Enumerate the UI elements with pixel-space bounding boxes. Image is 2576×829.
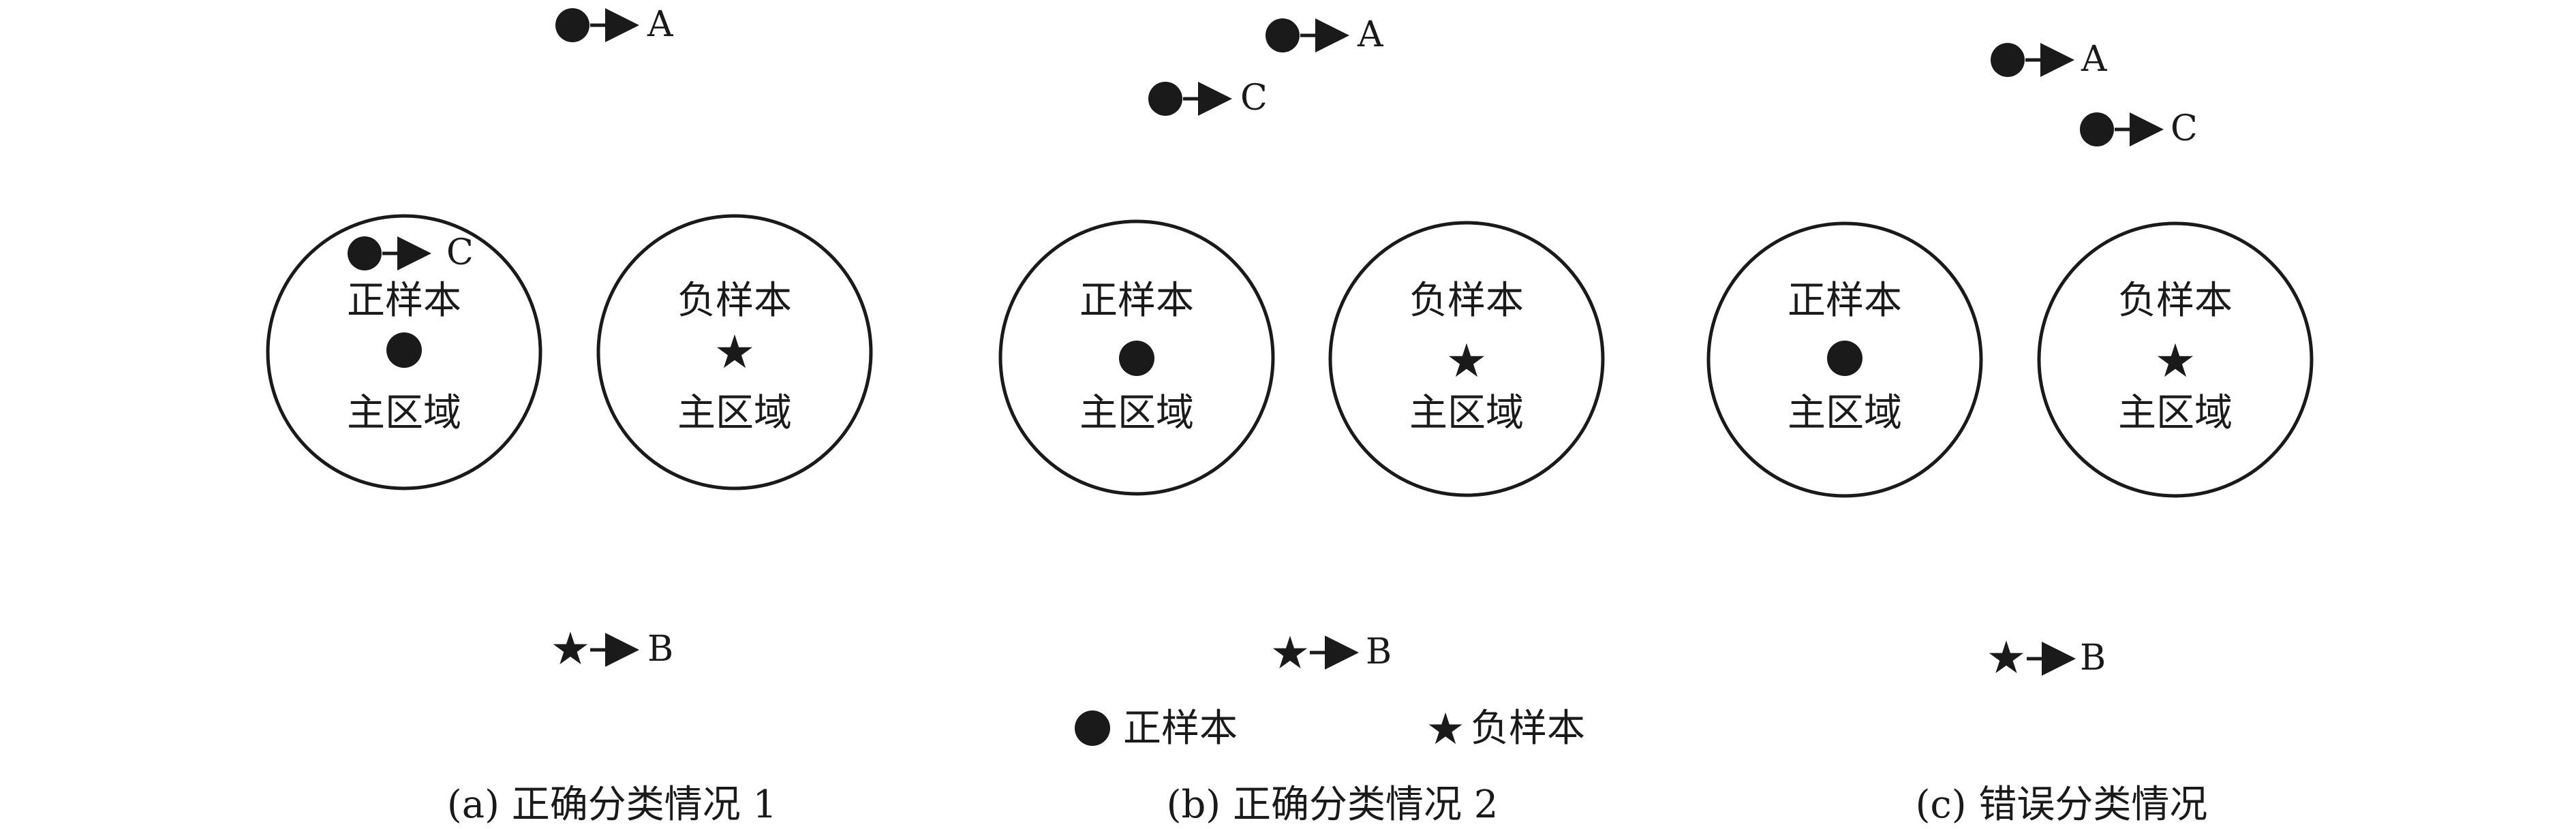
point-c-dot	[2080, 112, 2114, 146]
legend-negative-label: 负样本	[1471, 706, 1585, 751]
positive-region-label-line1: 正样本	[1079, 279, 1194, 323]
positive-region-label-line1: 正样本	[347, 279, 461, 323]
point-b: ★ B	[1270, 627, 1392, 679]
point-b-star: ★	[1986, 631, 2026, 684]
point-a: A	[1266, 14, 1384, 55]
point-a-label: A	[1357, 14, 1384, 55]
negative-center-star: ★	[2155, 334, 2196, 388]
panel-b: 正样本 主区域 负样本 ★ 主区域 A C ★ B 正样本	[998, 14, 1605, 827]
point-a-dot	[555, 8, 589, 42]
point-a-label: A	[647, 4, 674, 45]
legend-negative-star: ★	[1426, 704, 1465, 755]
panel-c: 正样本 主区域 负样本 ★ 主区域 A C ★ B (c) 错误分类情况	[1706, 39, 2314, 827]
legend-positive-dot	[1075, 710, 1110, 746]
panel-c-caption: (c) 错误分类情况	[1916, 783, 2208, 827]
negative-center-star: ★	[1446, 334, 1488, 388]
point-a-dot	[1266, 18, 1300, 52]
point-c-label: C	[446, 232, 474, 273]
positive-center-dot	[386, 332, 422, 368]
point-c: C	[1148, 78, 1268, 119]
point-c-label: C	[2171, 108, 2198, 149]
point-a-label: A	[2081, 39, 2108, 80]
positive-region-circle: 正样本 主区域	[1706, 221, 1983, 498]
point-b-label: B	[2080, 638, 2106, 678]
positive-region-circle: 正样本 主区域	[266, 214, 542, 490]
negative-region-label-line1: 负样本	[2118, 279, 2233, 323]
point-a-dot	[1991, 43, 2025, 77]
point-b: ★ B	[550, 623, 673, 675]
negative-region-circle: 负样本 ★ 主区域	[596, 214, 873, 490]
negative-region-circle: 负样本 ★ 主区域	[1328, 221, 1605, 497]
negative-region-circle: 负样本 ★ 主区域	[2037, 221, 2314, 498]
legend-positive-label: 正样本	[1123, 706, 1238, 751]
positive-region-label-line2: 主区域	[1079, 391, 1194, 435]
negative-center-star: ★	[714, 326, 756, 379]
positive-region-label-line2: 主区域	[1788, 391, 1902, 435]
positive-center-dot	[1119, 341, 1154, 376]
point-c-label: C	[1240, 78, 1268, 119]
panel-a-caption: (a) 正确分类情况 1	[447, 783, 777, 827]
positive-region-label-line2: 主区域	[347, 391, 461, 435]
point-b-label: B	[1366, 631, 1392, 672]
panel-b-caption: (b) 正确分类情况 2	[1167, 783, 1499, 827]
point-c: C	[348, 232, 474, 273]
panel-a: 正样本 主区域 负样本 ★ 主区域 A C ★ B (a) 正确分类	[266, 4, 873, 827]
point-a: A	[1991, 39, 2108, 80]
negative-region-label-line2: 主区域	[2118, 391, 2233, 435]
point-c-dot	[348, 236, 382, 270]
positive-region-circle: 正样本 主区域	[998, 219, 1275, 496]
point-b: ★ B	[1986, 631, 2106, 684]
positive-region-label-line1: 正样本	[1788, 279, 1902, 323]
negative-region-label-line1: 负样本	[1409, 279, 1524, 323]
point-a: A	[555, 4, 674, 45]
negative-region-label-line2: 主区域	[1409, 391, 1524, 435]
point-c-dot	[1148, 82, 1182, 116]
point-b-star: ★	[550, 623, 590, 675]
point-b-label: B	[647, 629, 673, 670]
negative-region-label-line1: 负样本	[677, 279, 792, 323]
point-b-star: ★	[1270, 627, 1310, 679]
point-c: C	[2080, 108, 2198, 149]
legend: 正样本 ★ 负样本	[1075, 704, 1585, 755]
negative-region-label-line2: 主区域	[677, 391, 792, 435]
positive-center-dot	[1827, 341, 1862, 376]
